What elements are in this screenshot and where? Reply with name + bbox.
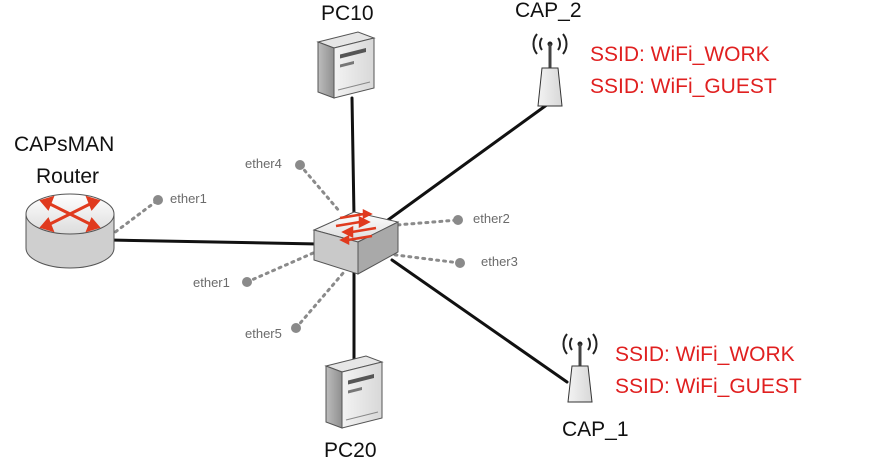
- pc20-label: PC20: [324, 439, 377, 462]
- stub-switch-ether5: [294, 270, 346, 330]
- switch-port-ether4-label: ether4: [245, 156, 282, 171]
- access-point-icon: [532, 33, 568, 107]
- switch-port-ether3-label: ether3: [481, 254, 518, 269]
- stub-switch-ether2: [382, 218, 460, 228]
- stub-router-ether1: [108, 198, 160, 238]
- cap1-ssid-guest: SSID: WiFi_GUEST: [615, 375, 802, 398]
- link-router-switch: [108, 238, 320, 246]
- port-dot-switch-ether5: [291, 323, 301, 333]
- cap1-label: CAP_1: [562, 418, 629, 441]
- port-dots: [153, 160, 465, 333]
- pc10-label: PC10: [321, 2, 374, 25]
- cap2-ssid-guest: SSID: WiFi_GUEST: [590, 75, 777, 98]
- link-pc10-switch: [350, 96, 356, 218]
- port-stubs: [108, 163, 462, 330]
- router-port-ether1-label: ether1: [170, 191, 207, 206]
- cap1-ssid-work: SSID: WiFi_WORK: [615, 343, 795, 366]
- router-label-line2: Router: [36, 165, 100, 188]
- stub-switch-ether1: [245, 248, 322, 284]
- port-dot-switch-ether3: [455, 258, 465, 268]
- stub-switch-ether4: [298, 163, 342, 214]
- link-cap1-switch: [390, 258, 569, 384]
- link-cap2-switch: [386, 102, 550, 222]
- access-point-icon: [562, 333, 598, 403]
- server-icon: [316, 31, 376, 99]
- port-dot-router-ether1: [153, 195, 163, 205]
- switch-port-ether2-label: ether2: [473, 211, 510, 226]
- switch-port-ether1-label: ether1: [193, 275, 230, 290]
- cap2-label: CAP_2: [515, 0, 582, 22]
- switch-port-ether5-label: ether5: [245, 326, 282, 341]
- router-label-line1: CAPsMAN: [14, 133, 115, 156]
- cap2-ssid-work: SSID: WiFi_WORK: [590, 43, 770, 66]
- port-dot-switch-ether1: [242, 277, 252, 287]
- port-dot-switch-ether4: [295, 160, 305, 170]
- port-dot-switch-ether2: [453, 215, 463, 225]
- router-icon: [25, 193, 115, 269]
- switch-icon: [312, 208, 400, 275]
- stub-switch-ether3: [386, 252, 462, 265]
- network-links: [108, 96, 569, 384]
- server-icon: [324, 355, 384, 429]
